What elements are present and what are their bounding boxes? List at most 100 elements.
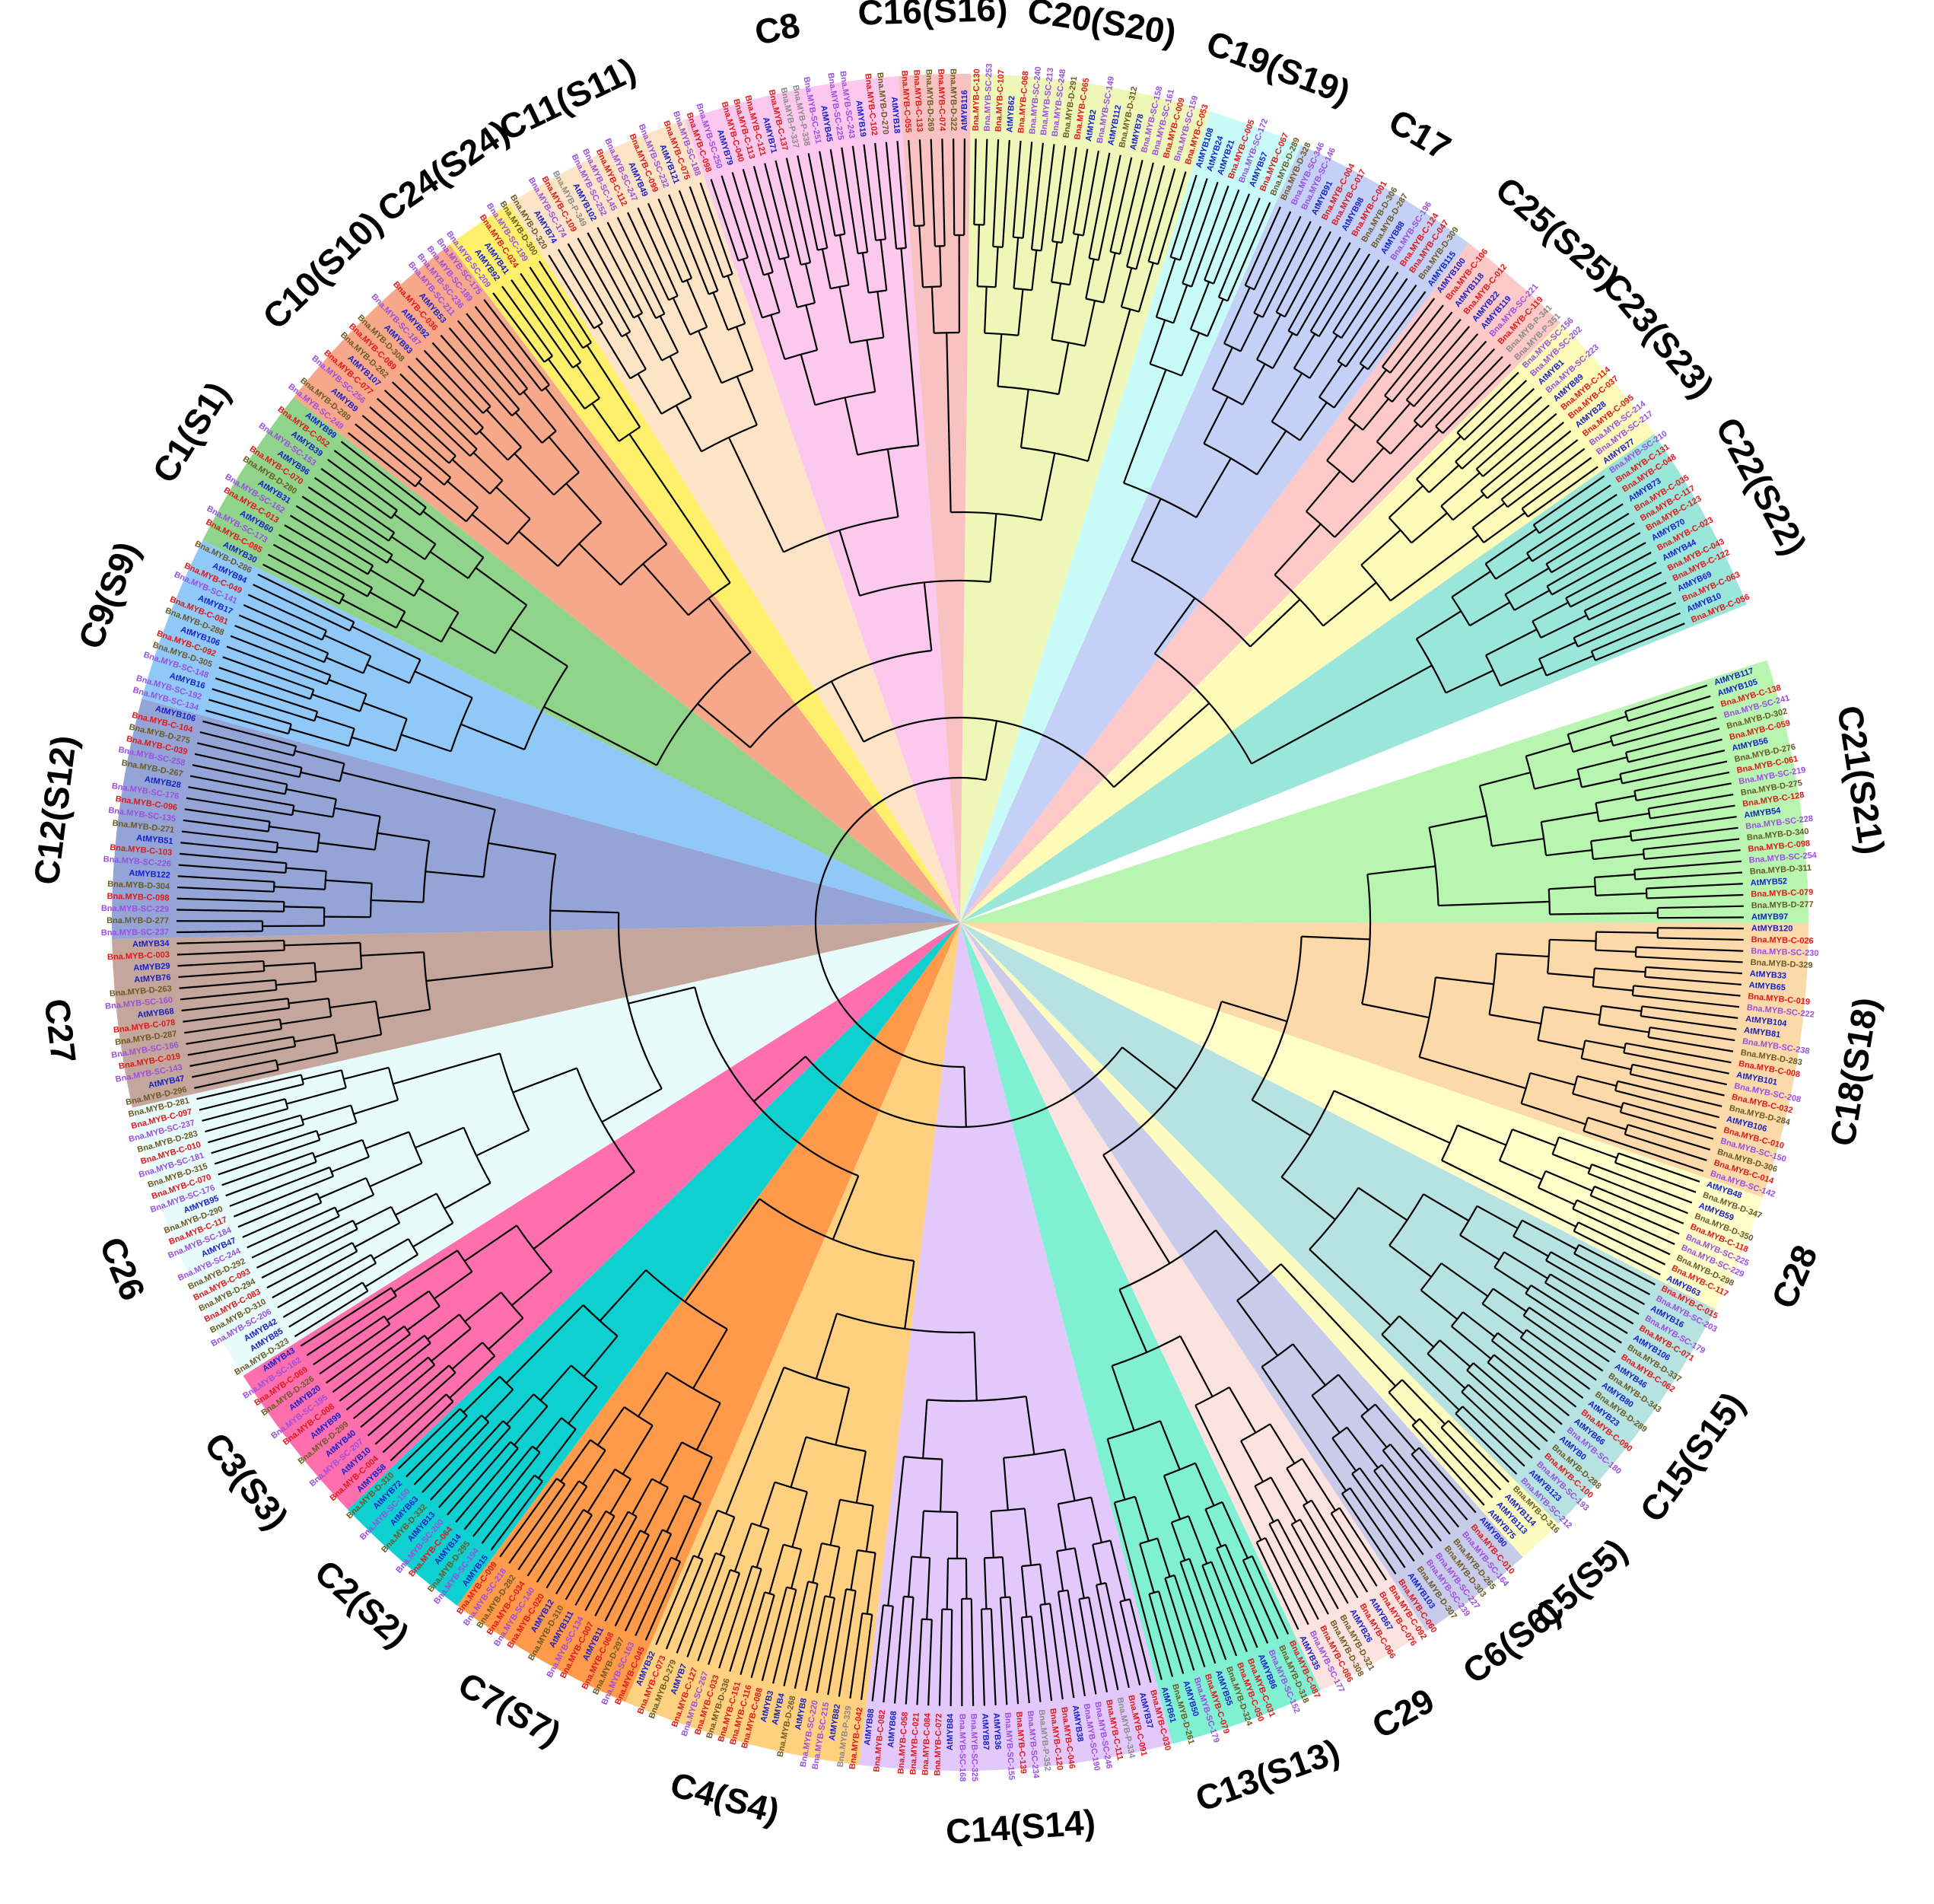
internal-branch (389, 558, 425, 581)
tip-branch (1627, 1222, 1675, 1245)
internal-branch (325, 879, 372, 884)
internal-branch (656, 1557, 673, 1590)
backbone-branch (1118, 1289, 1148, 1353)
internal-branch (1544, 1282, 1602, 1319)
internal-branch (1461, 423, 1512, 470)
tip-branch (327, 458, 371, 491)
tip-branch (1480, 387, 1535, 439)
internal-branch (1595, 949, 1637, 953)
internal-branch (1648, 798, 1703, 810)
internal-branch (322, 1219, 354, 1237)
internal-branch (1549, 912, 1658, 915)
internal-branch (1623, 1102, 1678, 1119)
internal-branch (1469, 601, 1511, 627)
tip-branch (1464, 1451, 1502, 1491)
clade-sector (348, 922, 960, 1606)
internal-branch (285, 788, 337, 801)
internal-branch (921, 191, 925, 226)
internal-branch (1182, 250, 1195, 284)
tip-branch (360, 1386, 409, 1428)
internal-branch (1644, 852, 1710, 860)
internal-branch (1338, 1374, 1369, 1411)
tip-branch (1023, 1651, 1030, 1704)
internal-branch (1156, 1538, 1171, 1578)
tip-branch (205, 1122, 235, 1133)
tip-branch (1502, 1444, 1525, 1467)
internal-branch (984, 286, 988, 333)
internal-branch (1634, 864, 1691, 871)
tip-branch (1405, 311, 1453, 370)
internal-branch (1429, 814, 1487, 829)
tip-branch (699, 182, 711, 212)
internal-branch (1023, 1508, 1032, 1566)
internal-branch (1194, 1463, 1215, 1507)
internal-branch (1056, 1551, 1064, 1591)
tip-branch (1681, 1140, 1711, 1151)
internal-branch (1242, 363, 1266, 406)
internal-branch (990, 1609, 994, 1644)
leaf-label: AtMYB68 (137, 1007, 174, 1020)
tip-branch (1443, 348, 1496, 403)
tip-branch (1676, 1116, 1717, 1129)
tip-branch (574, 1541, 612, 1606)
clade-sector (960, 922, 1523, 1632)
internal-branch (252, 1098, 286, 1109)
leaf-label: Bna.MYB-C-026 (1751, 935, 1814, 946)
internal-branch (805, 196, 819, 250)
tip-branch (1267, 206, 1281, 235)
internal-branch (376, 1356, 429, 1400)
internal-branch (1105, 1582, 1115, 1617)
tip-branch (218, 667, 278, 689)
internal-branch (1310, 1500, 1331, 1530)
clade-sector (960, 74, 1210, 923)
internal-branch (1525, 1292, 1555, 1313)
internal-branch (1189, 281, 1210, 330)
tip-branch (1044, 144, 1055, 217)
internal-branch (838, 200, 846, 234)
internal-branch (1109, 1540, 1126, 1601)
internal-branch (1462, 1406, 1503, 1446)
tip-branch (863, 144, 873, 207)
internal-branch (827, 1597, 836, 1632)
internal-branch (637, 314, 663, 361)
internal-branch (422, 439, 450, 464)
internal-branch (1159, 1420, 1181, 1470)
tip-branch (294, 1320, 322, 1338)
internal-branch (386, 1290, 430, 1321)
backbone-arc (1123, 482, 1198, 518)
tip-branch (697, 1632, 709, 1661)
clade-label: C14(S14) (945, 1802, 1097, 1851)
backbone-arc (549, 854, 557, 967)
tip-branch (340, 441, 374, 468)
internal-branch (1381, 1464, 1404, 1493)
internal-branch (1545, 1170, 1593, 1192)
backbone-branch (692, 1328, 728, 1390)
internal-branch (284, 906, 325, 909)
tip-branch (214, 1140, 285, 1165)
internal-branch (1594, 1186, 1627, 1201)
internal-branch (485, 336, 529, 390)
internal-branch (1057, 1504, 1067, 1550)
tip-branch (211, 1140, 251, 1154)
tip-branch (1637, 602, 1677, 621)
internal-branch (1495, 556, 1531, 580)
backbone-branch (599, 1269, 647, 1322)
clade-label: C12(S12) (26, 734, 84, 887)
internal-branch (655, 1533, 673, 1565)
internal-branch (1487, 1361, 1539, 1406)
internal-branch (1646, 884, 1702, 890)
tip-branch (1081, 148, 1089, 180)
internal-branch (245, 764, 300, 778)
tip-branch (596, 227, 612, 255)
leaf-label: Bna.MYB-C-058 (896, 1711, 910, 1775)
tip-branch (1544, 439, 1579, 466)
tip-branch (797, 155, 807, 196)
internal-branch (1009, 1597, 1014, 1632)
internal-branch (1591, 637, 1624, 652)
internal-branch (819, 214, 829, 249)
internal-branch (695, 262, 710, 295)
internal-branch (685, 279, 708, 328)
leaf-label: Bna.MYB-C-074 (936, 68, 946, 132)
tip-branch (1239, 197, 1261, 247)
internal-branch (548, 436, 580, 473)
